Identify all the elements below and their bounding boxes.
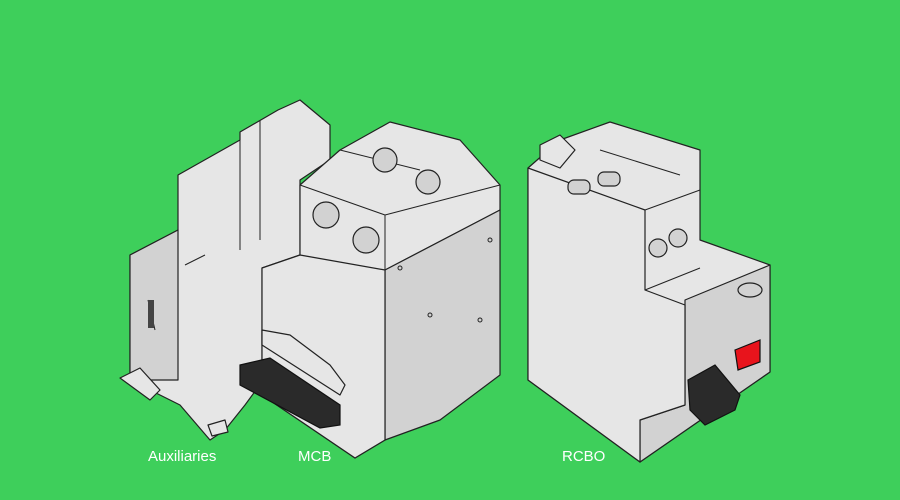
terminal-screw-icon (352, 226, 380, 254)
rcbo-device (527, 121, 771, 463)
terminal-screw-icon (312, 201, 340, 229)
mcb-device (239, 121, 501, 459)
rcbo-indicator (734, 339, 761, 371)
label-mcb: MCB (298, 448, 332, 465)
label-auxiliaries: Auxiliaries (148, 448, 217, 465)
aux-contact-slot (148, 300, 154, 328)
label-rcbo: RCBO (562, 448, 606, 465)
mcb-toggle (239, 357, 341, 429)
rcbo-toggle (687, 364, 741, 426)
